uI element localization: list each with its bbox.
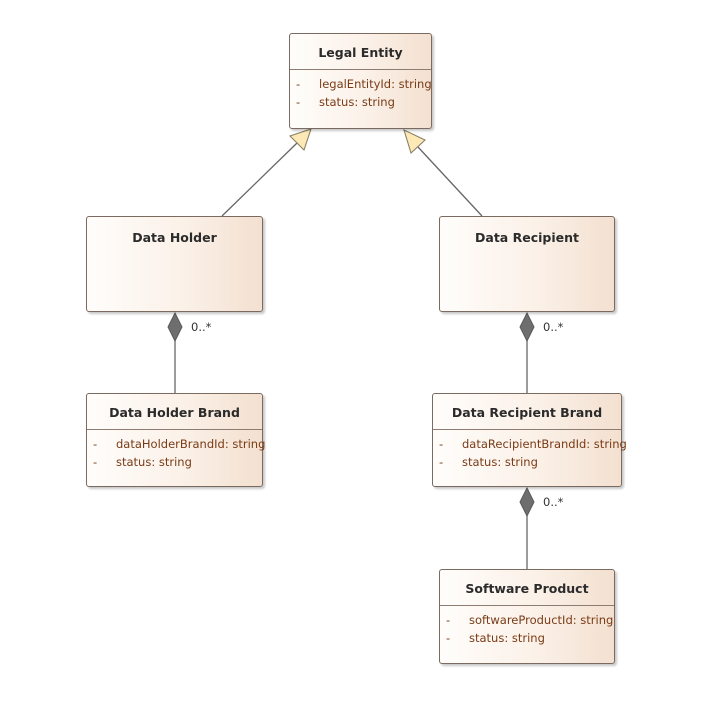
- visibility-marker: -: [446, 631, 451, 645]
- visibility-marker: -: [439, 437, 444, 451]
- composition-diamond-data-holder-brand: [167, 311, 183, 343]
- attribute-text: status: string: [319, 95, 395, 109]
- multiplicity-label-data-holder-brand: 0..*: [191, 320, 212, 334]
- attribute-text: dataHolderBrandId: string: [116, 437, 266, 451]
- class-attributes-data-recipient-brand: - dataRecipientBrandId: string - status:…: [433, 430, 627, 471]
- attribute-row: - status: string: [290, 93, 431, 111]
- class-data-recipient-brand[interactable]: Data Recipient Brand - dataRecipientBran…: [432, 393, 627, 487]
- class-title-data-recipient-brand: Data Recipient Brand: [433, 394, 621, 430]
- attribute-row: - status: string: [433, 453, 621, 471]
- attribute-text: dataRecipientBrandId: string: [462, 437, 627, 451]
- class-attributes-data-holder-brand: - dataHolderBrandId: string - status: st…: [87, 430, 266, 471]
- class-legal-entity[interactable]: Legal Entity - legalEntityId: string - s…: [289, 33, 432, 129]
- visibility-marker: -: [93, 437, 98, 451]
- multiplicity-label-data-recipient-brand: 0..*: [543, 320, 564, 334]
- attribute-row: - softwareProductId: string: [440, 611, 614, 629]
- composition-diamond-software-product: [519, 486, 535, 518]
- visibility-marker: -: [296, 95, 301, 109]
- attribute-row: - status: string: [440, 629, 614, 647]
- class-title-software-product: Software Product: [440, 570, 614, 606]
- class-software-product[interactable]: Software Product - softwareProductId: st…: [439, 569, 615, 664]
- attribute-text: softwareProductId: string: [469, 613, 614, 627]
- attribute-row: - legalEntityId: string: [290, 75, 432, 93]
- attribute-row: - dataHolderBrandId: string: [87, 435, 266, 453]
- visibility-marker: -: [439, 455, 444, 469]
- attribute-text: status: string: [116, 455, 192, 469]
- class-title-data-holder: Data Holder: [132, 230, 217, 245]
- generalization-line-data-holder: [221, 142, 298, 217]
- class-title-legal-entity: Legal Entity: [290, 34, 431, 70]
- visibility-marker: -: [93, 455, 98, 469]
- generalization-line-data-recipient: [417, 146, 483, 217]
- class-data-holder-brand[interactable]: Data Holder Brand - dataHolderBrandId: s…: [86, 393, 266, 487]
- visibility-marker: -: [296, 77, 301, 91]
- class-data-holder[interactable]: Data Holder: [86, 216, 263, 312]
- class-title-data-holder-brand: Data Holder Brand: [87, 394, 262, 430]
- class-attributes-legal-entity: - legalEntityId: string - status: string: [290, 70, 432, 111]
- attribute-text: legalEntityId: string: [319, 77, 432, 91]
- attribute-row: - dataRecipientBrandId: string: [433, 435, 627, 453]
- attribute-row: - status: string: [87, 453, 262, 471]
- class-title-data-recipient: Data Recipient: [475, 230, 579, 245]
- multiplicity-label-software-product: 0..*: [543, 495, 564, 509]
- attribute-text: status: string: [469, 631, 545, 645]
- class-attributes-software-product: - softwareProductId: string - status: st…: [440, 606, 614, 647]
- visibility-marker: -: [446, 613, 451, 627]
- attribute-text: status: string: [462, 455, 538, 469]
- generalization-arrow-data-recipient: [403, 128, 426, 155]
- generalization-arrow-data-holder: [288, 128, 312, 152]
- class-data-recipient[interactable]: Data Recipient: [439, 216, 615, 312]
- composition-diamond-data-recipient-brand: [519, 311, 535, 343]
